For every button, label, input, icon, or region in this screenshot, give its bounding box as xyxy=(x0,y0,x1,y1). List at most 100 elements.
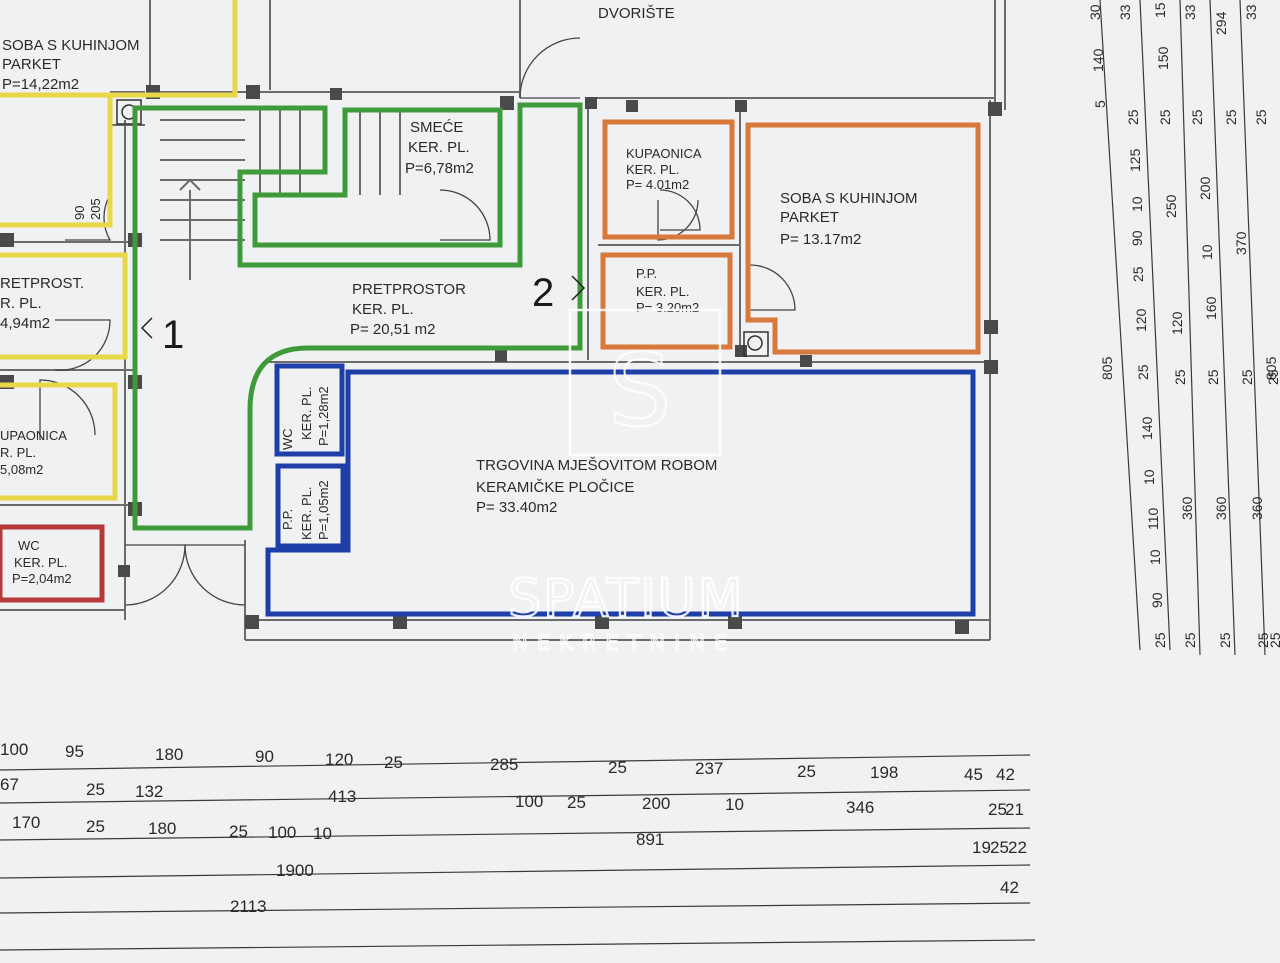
watermark-logo-letter: S xyxy=(608,332,671,449)
svg-text:25: 25 xyxy=(1205,369,1221,385)
svg-text:110: 110 xyxy=(1145,507,1161,530)
svg-text:100: 100 xyxy=(268,823,296,842)
svg-text:P=1,05m2: P=1,05m2 xyxy=(316,480,331,540)
svg-text:25: 25 xyxy=(1267,632,1280,648)
svg-text:805: 805 xyxy=(1099,356,1115,380)
svg-text:33: 33 xyxy=(1117,4,1133,20)
svg-text:2: 2 xyxy=(532,271,554,315)
outline-soba-right xyxy=(745,122,981,355)
svg-text:WC: WC xyxy=(280,428,295,450)
svg-text:P=6,78m2: P=6,78m2 xyxy=(405,160,474,177)
svg-text:P=1,28m2: P=1,28m2 xyxy=(316,386,331,446)
svg-text:25: 25 xyxy=(990,838,1009,857)
svg-text:5,08m2: 5,08m2 xyxy=(0,462,43,477)
svg-text:125: 125 xyxy=(1127,148,1143,172)
svg-text:120: 120 xyxy=(1133,308,1149,332)
svg-text:250: 250 xyxy=(1163,194,1179,218)
bottom-dims-row2: 67 25 132 413 100 25 200 10 346 25 21 xyxy=(0,775,1024,819)
bottom-dimension-lines xyxy=(0,754,1036,951)
svg-text:10: 10 xyxy=(313,824,332,843)
svg-text:413: 413 xyxy=(328,787,356,806)
svg-text:10: 10 xyxy=(1129,196,1145,212)
svg-text:200: 200 xyxy=(1197,176,1213,200)
svg-text:200: 200 xyxy=(642,794,670,813)
watermark: S SPATIUM NEKRETNINE xyxy=(507,308,745,656)
svg-text:10: 10 xyxy=(1147,549,1163,565)
svg-text:R. PL.: R. PL. xyxy=(0,295,42,312)
svg-text:SOBA S KUHINJOM: SOBA S KUHINJOM xyxy=(2,37,140,54)
svg-text:KER. PL.: KER. PL. xyxy=(352,301,414,318)
svg-text:KER. PL.: KER. PL. xyxy=(626,162,679,177)
svg-text:67: 67 xyxy=(0,775,19,794)
svg-text:WC: WC xyxy=(18,538,40,553)
outline-soba-left xyxy=(0,0,238,98)
side-dims-col4: 15 33 25 200 10 160 25 360 25 xyxy=(1152,2,1233,648)
room-kupaonica-left: UPAONICA R. PL. 5,08m2 xyxy=(0,428,67,477)
room-smece: SMEĆE KER. PL. P=6,78m2 xyxy=(405,119,474,177)
svg-text:25: 25 xyxy=(86,780,105,799)
bottom-dims-row4: 1900 xyxy=(276,861,314,880)
top-label: DVORIŠTE xyxy=(598,5,675,22)
svg-text:1900: 1900 xyxy=(276,861,314,880)
svg-text:1: 1 xyxy=(162,313,184,357)
svg-text:100: 100 xyxy=(0,740,28,759)
room-pretprostor: PRETPROSTOR KER. PL. P= 20,51 m2 xyxy=(350,281,466,338)
svg-text:120: 120 xyxy=(325,750,353,769)
room-wc-left: WC KER. PL. P=2,04m2 xyxy=(12,538,72,586)
svg-text:5: 5 xyxy=(1092,100,1108,108)
outline-soba-left-lower xyxy=(0,95,113,228)
svg-text:P= 33.40m2: P= 33.40m2 xyxy=(476,499,557,516)
svg-text:132: 132 xyxy=(135,782,163,801)
outline-kupaonica-left xyxy=(0,382,118,501)
svg-text:25: 25 xyxy=(1223,109,1239,125)
svg-text:360: 360 xyxy=(1179,496,1195,520)
svg-text:SMEĆE: SMEĆE xyxy=(410,119,463,136)
door-dim-b: 205 xyxy=(88,198,103,220)
svg-text:15: 15 xyxy=(1152,2,1168,18)
svg-text:KER. PL.: KER. PL. xyxy=(14,555,67,570)
svg-text:KERAMIČKE PLOČICE: KERAMIČKE PLOČICE xyxy=(476,479,634,496)
outline-trgovina xyxy=(265,369,976,617)
watermark-brand: SPATIUM xyxy=(508,569,745,629)
outline-kupaonica-right xyxy=(602,119,735,240)
svg-text:25: 25 xyxy=(1130,266,1146,282)
svg-text:19: 19 xyxy=(972,838,991,857)
side-dims-col3: 150 25 250 120 25 360 25 xyxy=(1155,46,1198,648)
svg-text:42: 42 xyxy=(1000,878,1019,897)
svg-text:P=2,04m2: P=2,04m2 xyxy=(12,571,72,586)
side-dims-col2: 33 805 xyxy=(1099,4,1133,380)
svg-text:SOBA S KUHINJOM: SOBA S KUHINJOM xyxy=(780,190,918,207)
svg-text:25: 25 xyxy=(1157,109,1173,125)
svg-text:170: 170 xyxy=(12,813,40,832)
svg-text:R. PL.: R. PL. xyxy=(0,445,36,460)
outline-pretprost-left xyxy=(0,252,128,360)
svg-text:25: 25 xyxy=(384,753,403,772)
svg-text:P= 3.20m2: P= 3.20m2 xyxy=(636,300,699,315)
room-pretprost-left: RETPROST. R. PL. 4,94m2 xyxy=(0,275,84,332)
svg-text:25: 25 xyxy=(86,817,105,836)
svg-text:25: 25 xyxy=(1125,109,1141,125)
svg-text:891: 891 xyxy=(636,830,664,849)
svg-text:180: 180 xyxy=(155,745,183,764)
svg-text:100: 100 xyxy=(515,792,543,811)
outline-pp-small xyxy=(275,463,346,549)
svg-text:21: 21 xyxy=(1005,800,1024,819)
svg-text:346: 346 xyxy=(846,798,874,817)
svg-text:25: 25 xyxy=(1255,632,1271,648)
svg-text:PARKET: PARKET xyxy=(780,209,839,226)
svg-text:95: 95 xyxy=(65,742,84,761)
svg-text:360: 360 xyxy=(1249,496,1265,520)
svg-text:160: 160 xyxy=(1203,296,1219,320)
bottom-dims-row5: 2113 42 xyxy=(230,878,1019,916)
svg-text:25: 25 xyxy=(797,762,816,781)
watermark-logo-box xyxy=(568,308,722,457)
svg-text:120: 120 xyxy=(1169,311,1185,335)
svg-text:KER. PL.: KER. PL. xyxy=(636,284,689,299)
svg-text:25: 25 xyxy=(1253,109,1269,125)
svg-text:198: 198 xyxy=(870,763,898,782)
bottom-dims-row1: 100 95 180 90 120 25 285 25 237 25 198 4… xyxy=(0,740,1015,784)
svg-text:33: 33 xyxy=(1243,4,1259,20)
svg-text:25: 25 xyxy=(1172,369,1188,385)
svg-text:237: 237 xyxy=(695,759,723,778)
room-wc-small: WC KER. PL. P=1,28m2 xyxy=(280,386,331,450)
